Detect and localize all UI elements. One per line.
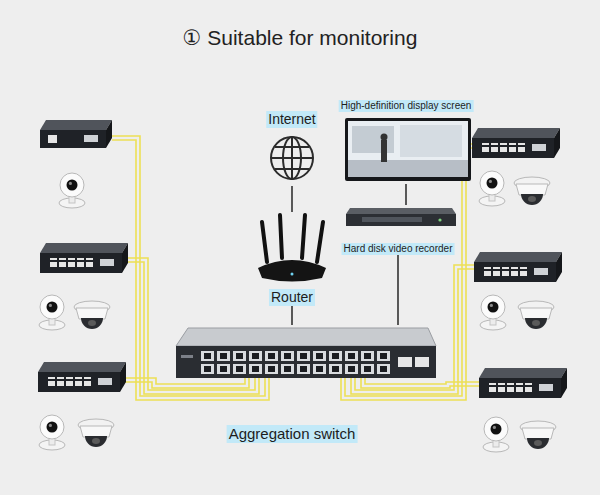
ip-camera	[479, 171, 505, 206]
poe-switch	[40, 243, 128, 273]
device-label: High-definition display screen	[339, 100, 474, 112]
cable	[124, 378, 245, 384]
device-label: Aggregation switch	[227, 425, 358, 443]
ip-camera	[480, 295, 506, 330]
cable	[365, 378, 479, 384]
aggregation-switch-device	[176, 328, 436, 378]
ip-camera	[483, 417, 509, 452]
ip-camera	[59, 173, 85, 208]
dome-camera	[520, 421, 556, 449]
video-recorder-device	[346, 208, 456, 226]
network-link	[291, 306, 293, 325]
device-label: Router	[269, 289, 315, 306]
poe-switch	[474, 252, 562, 282]
cable-bundle	[112, 136, 479, 400]
network-link	[291, 186, 293, 212]
cable	[361, 378, 479, 388]
diagram-title: ① Suitable for monitoring	[0, 26, 600, 50]
device-label: Internet	[266, 111, 317, 128]
dome-camera	[518, 301, 554, 329]
poe-switch	[38, 362, 126, 392]
network-link	[405, 184, 407, 205]
poe-switch	[479, 368, 567, 398]
dome-camera	[74, 301, 110, 329]
device-node: Aggregation switch	[170, 325, 440, 445]
media-converter	[40, 120, 112, 148]
ip-camera	[39, 295, 65, 330]
device-node: High-definition display screen	[333, 100, 479, 184]
poe-switch	[472, 128, 560, 158]
device-label: Hard disk video recorder	[342, 243, 455, 255]
ip-camera	[39, 415, 65, 450]
router-device	[258, 215, 326, 282]
device-node: Router	[252, 212, 332, 306]
globe-icon	[271, 137, 313, 179]
dome-camera	[78, 419, 114, 447]
network-link	[397, 255, 399, 325]
device-node: Internet	[258, 111, 326, 186]
dome-camera	[514, 177, 550, 205]
display-screen-device	[345, 118, 471, 181]
device-node: Hard disk video recorder	[335, 205, 461, 255]
cable	[124, 378, 249, 388]
